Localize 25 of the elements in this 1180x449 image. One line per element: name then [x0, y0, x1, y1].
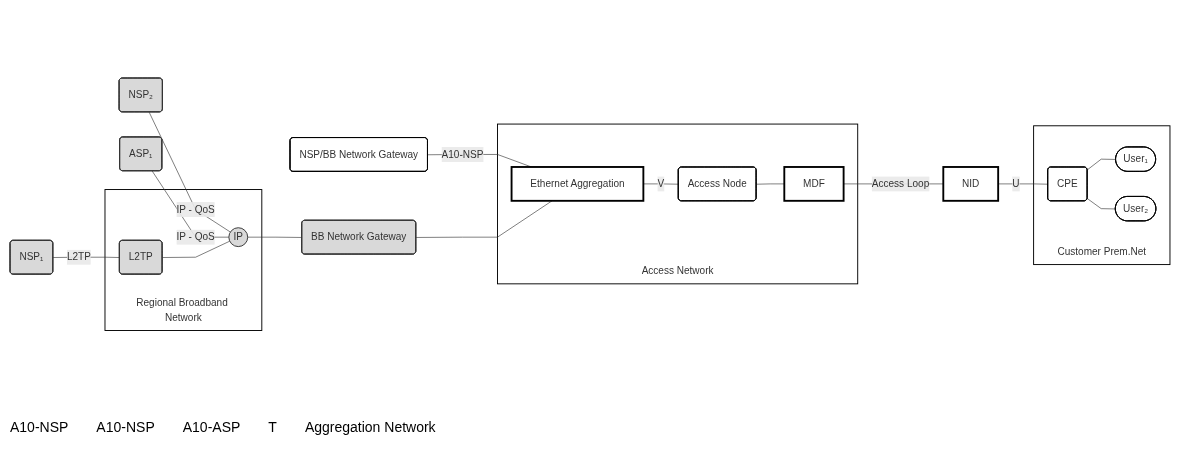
- note-label: A10-NSP: [96, 419, 155, 437]
- note-label: T: [268, 419, 277, 437]
- connector: [52, 257, 120, 259]
- edge-label: IP - QoS: [176, 231, 215, 243]
- node-circle: IP: [228, 227, 249, 248]
- node-box: Ethernet Aggregation: [510, 166, 645, 202]
- connector: [162, 241, 231, 259]
- note-label: A10-NSP: [10, 419, 69, 437]
- note-label: A10-ASP: [182, 419, 241, 437]
- edge-label: V: [657, 178, 665, 190]
- node-box: NID: [942, 166, 1000, 202]
- edge-label: L2TP: [66, 251, 91, 263]
- connector: [247, 237, 303, 239]
- edge-label: U: [1012, 178, 1020, 190]
- connector: [1087, 159, 1117, 171]
- connector: [148, 112, 231, 233]
- connector: [1087, 198, 1116, 210]
- connector: [151, 170, 230, 238]
- connector: [643, 183, 679, 185]
- edge-label: Access Loop: [871, 178, 930, 190]
- edge-label: IP - QoS: [176, 204, 215, 215]
- connector: [756, 183, 785, 185]
- node-box: MDF: [783, 166, 845, 202]
- note-label: Aggregation Network: [304, 419, 436, 437]
- edge-label: A10-NSP: [441, 149, 484, 160]
